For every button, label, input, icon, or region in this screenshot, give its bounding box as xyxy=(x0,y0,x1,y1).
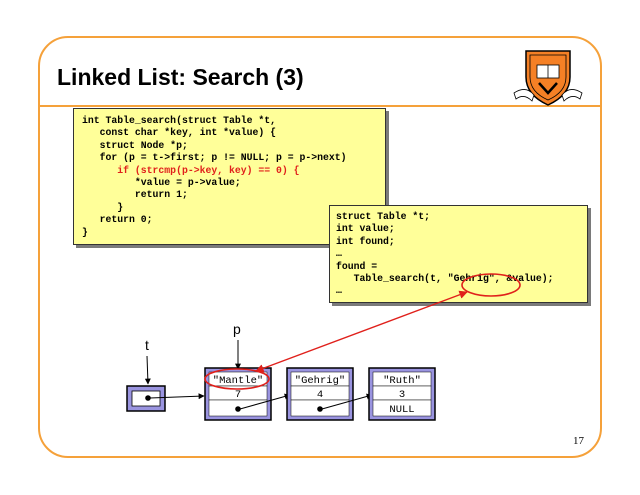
code-line: int Table_search(struct Table *t, xyxy=(82,115,277,126)
caller-code-block: struct Table *t;int value;int found;…fou… xyxy=(329,205,588,303)
list-node-gehrig: "Gehrig" 4 xyxy=(286,367,354,421)
slide-title: Linked List: Search (3) xyxy=(57,64,304,90)
code-line: … xyxy=(336,248,342,260)
node-next: NULL xyxy=(389,404,414,416)
code-line: const char *key, int *value) { xyxy=(82,127,277,139)
comparison-arrow xyxy=(255,290,468,373)
node-value: 3 xyxy=(399,389,405,401)
table-search-code-block: int Table_search(struct Table *t, const … xyxy=(73,108,386,245)
list-node-ruth: "Ruth" 3 NULL xyxy=(368,367,436,421)
pointer-t-label: t xyxy=(145,337,149,353)
code-line: } xyxy=(82,226,88,238)
mantle-key-highlight xyxy=(204,368,270,390)
title-divider xyxy=(40,105,600,107)
code-line: for (p = t->first; p != NULL; p = p->nex… xyxy=(82,152,347,164)
code-line: int found; xyxy=(336,235,395,247)
code-line: found = xyxy=(336,260,378,272)
node-value: 4 xyxy=(317,389,323,401)
code-line: struct Node *p; xyxy=(82,139,188,151)
pointer-p-label: p xyxy=(233,321,241,337)
list-node-mantle: "Mantle" 7 xyxy=(204,367,272,421)
node-key: "Ruth" xyxy=(383,375,421,387)
slide-frame xyxy=(38,36,602,458)
code-line: *value = p->value; xyxy=(82,177,241,188)
code-line: struct Table *t; xyxy=(336,211,431,222)
node-value: 7 xyxy=(235,389,241,401)
code-line: return 1; xyxy=(82,189,188,201)
gehrig-argument-highlight xyxy=(461,273,521,297)
code-line: return 0; xyxy=(82,214,153,226)
code-line: int value; xyxy=(336,223,395,235)
university-shield-logo xyxy=(513,50,583,106)
code-line-highlighted: if (strcmp(p->key, key) == 0) { xyxy=(82,164,300,176)
node-key: "Mantle" xyxy=(213,375,263,387)
page-number: 17 xyxy=(573,435,584,447)
code-line: } xyxy=(82,201,124,213)
code-line: Table_search(t, "Gehrig", &value); xyxy=(336,273,554,284)
node-key: "Gehrig" xyxy=(295,375,345,387)
